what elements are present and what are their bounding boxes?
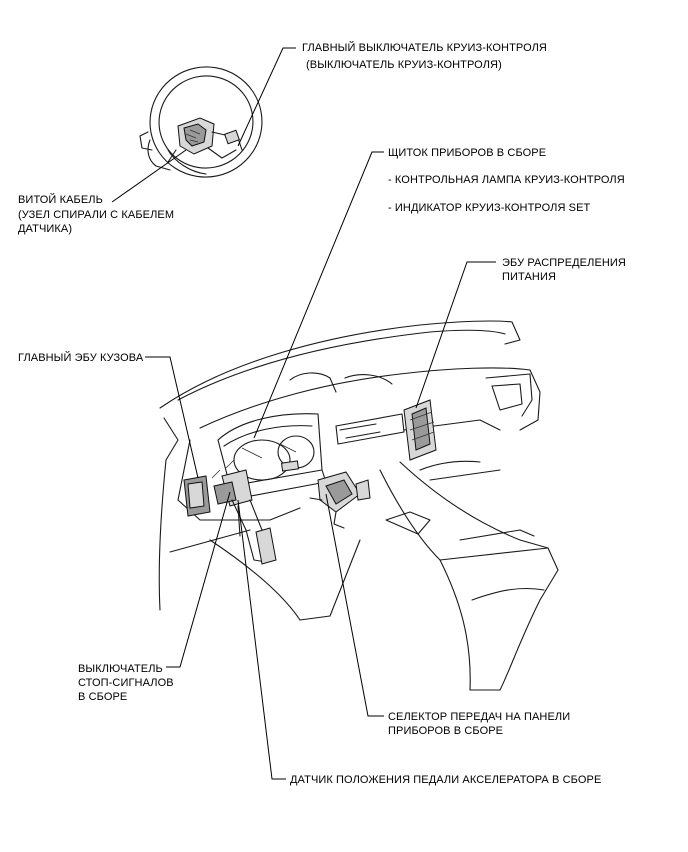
dashboard-illustration: [158, 320, 559, 691]
spiral-cable-sublabel-1: (УЗЕЛ СПИРАЛИ С КАБЕЛЕМ: [18, 209, 175, 221]
power-distribution-ecu-illustration: [403, 399, 437, 461]
shift-lever-illustration: [309, 471, 371, 529]
combination-meter-label: ЩИТОК ПРИБОРОВ В СБОРЕ: [388, 147, 547, 159]
steering-column-illustration: [211, 459, 277, 565]
main-switch-sublabel: (ВЫКЛЮЧАТЕЛЬ КРУИЗ-КОНТРОЛЯ): [306, 59, 502, 71]
stop-lamp-switch-label: ВЫКЛЮЧАТЕЛЬ: [78, 663, 163, 675]
main-switch-label: ГЛАВНЫЙ ВЫКЛЮЧАТЕЛЬ КРУИЗ-КОНТРОЛЯ: [302, 42, 547, 54]
spiral-cable-sublabel-2: ДАТЧИКА): [18, 223, 73, 235]
spiral-cable-label: ВИТОЙ КАБЕЛЬ: [18, 194, 103, 206]
stop-lamp-switch-sublabel-2: В СБОРЕ: [78, 691, 128, 703]
cruise-set-indicator-label: - ИНДИКАТОР КРУИЗ-КОНТРОЛЯ SET: [388, 202, 591, 214]
steering-wheel-illustration: [139, 66, 263, 178]
main-body-ecu-illustration: [183, 475, 211, 517]
shift-lever-sublabel: ПРИБОРОВ В СБОРЕ: [388, 725, 504, 737]
main-body-ecu-label: ГЛАВНЫЙ ЭБУ КУЗОВА: [18, 352, 144, 364]
accelerator-pedal-sensor-label: ДАТЧИК ПОЛОЖЕНИЯ ПЕДАЛИ АКСЕЛЕРАТОРА В С…: [290, 774, 602, 786]
power-distribution-ecu-sublabel: ПИТАНИЯ: [502, 271, 556, 283]
power-distribution-ecu-label: ЭБУ РАСПРЕДЕЛЕНИЯ: [502, 257, 626, 269]
shift-lever-label: СЕЛЕКТОР ПЕРЕДАЧ НА ПАНЕЛИ: [388, 711, 571, 723]
leader-lines: [111, 47, 496, 780]
stop-lamp-switch-sublabel-1: СТОП-СИГНАЛОВ: [78, 677, 174, 689]
cruise-lamp-label: - КОНТРОЛЬНАЯ ЛАМПА КРУИЗ-КОНТРОЛЯ: [388, 174, 625, 186]
